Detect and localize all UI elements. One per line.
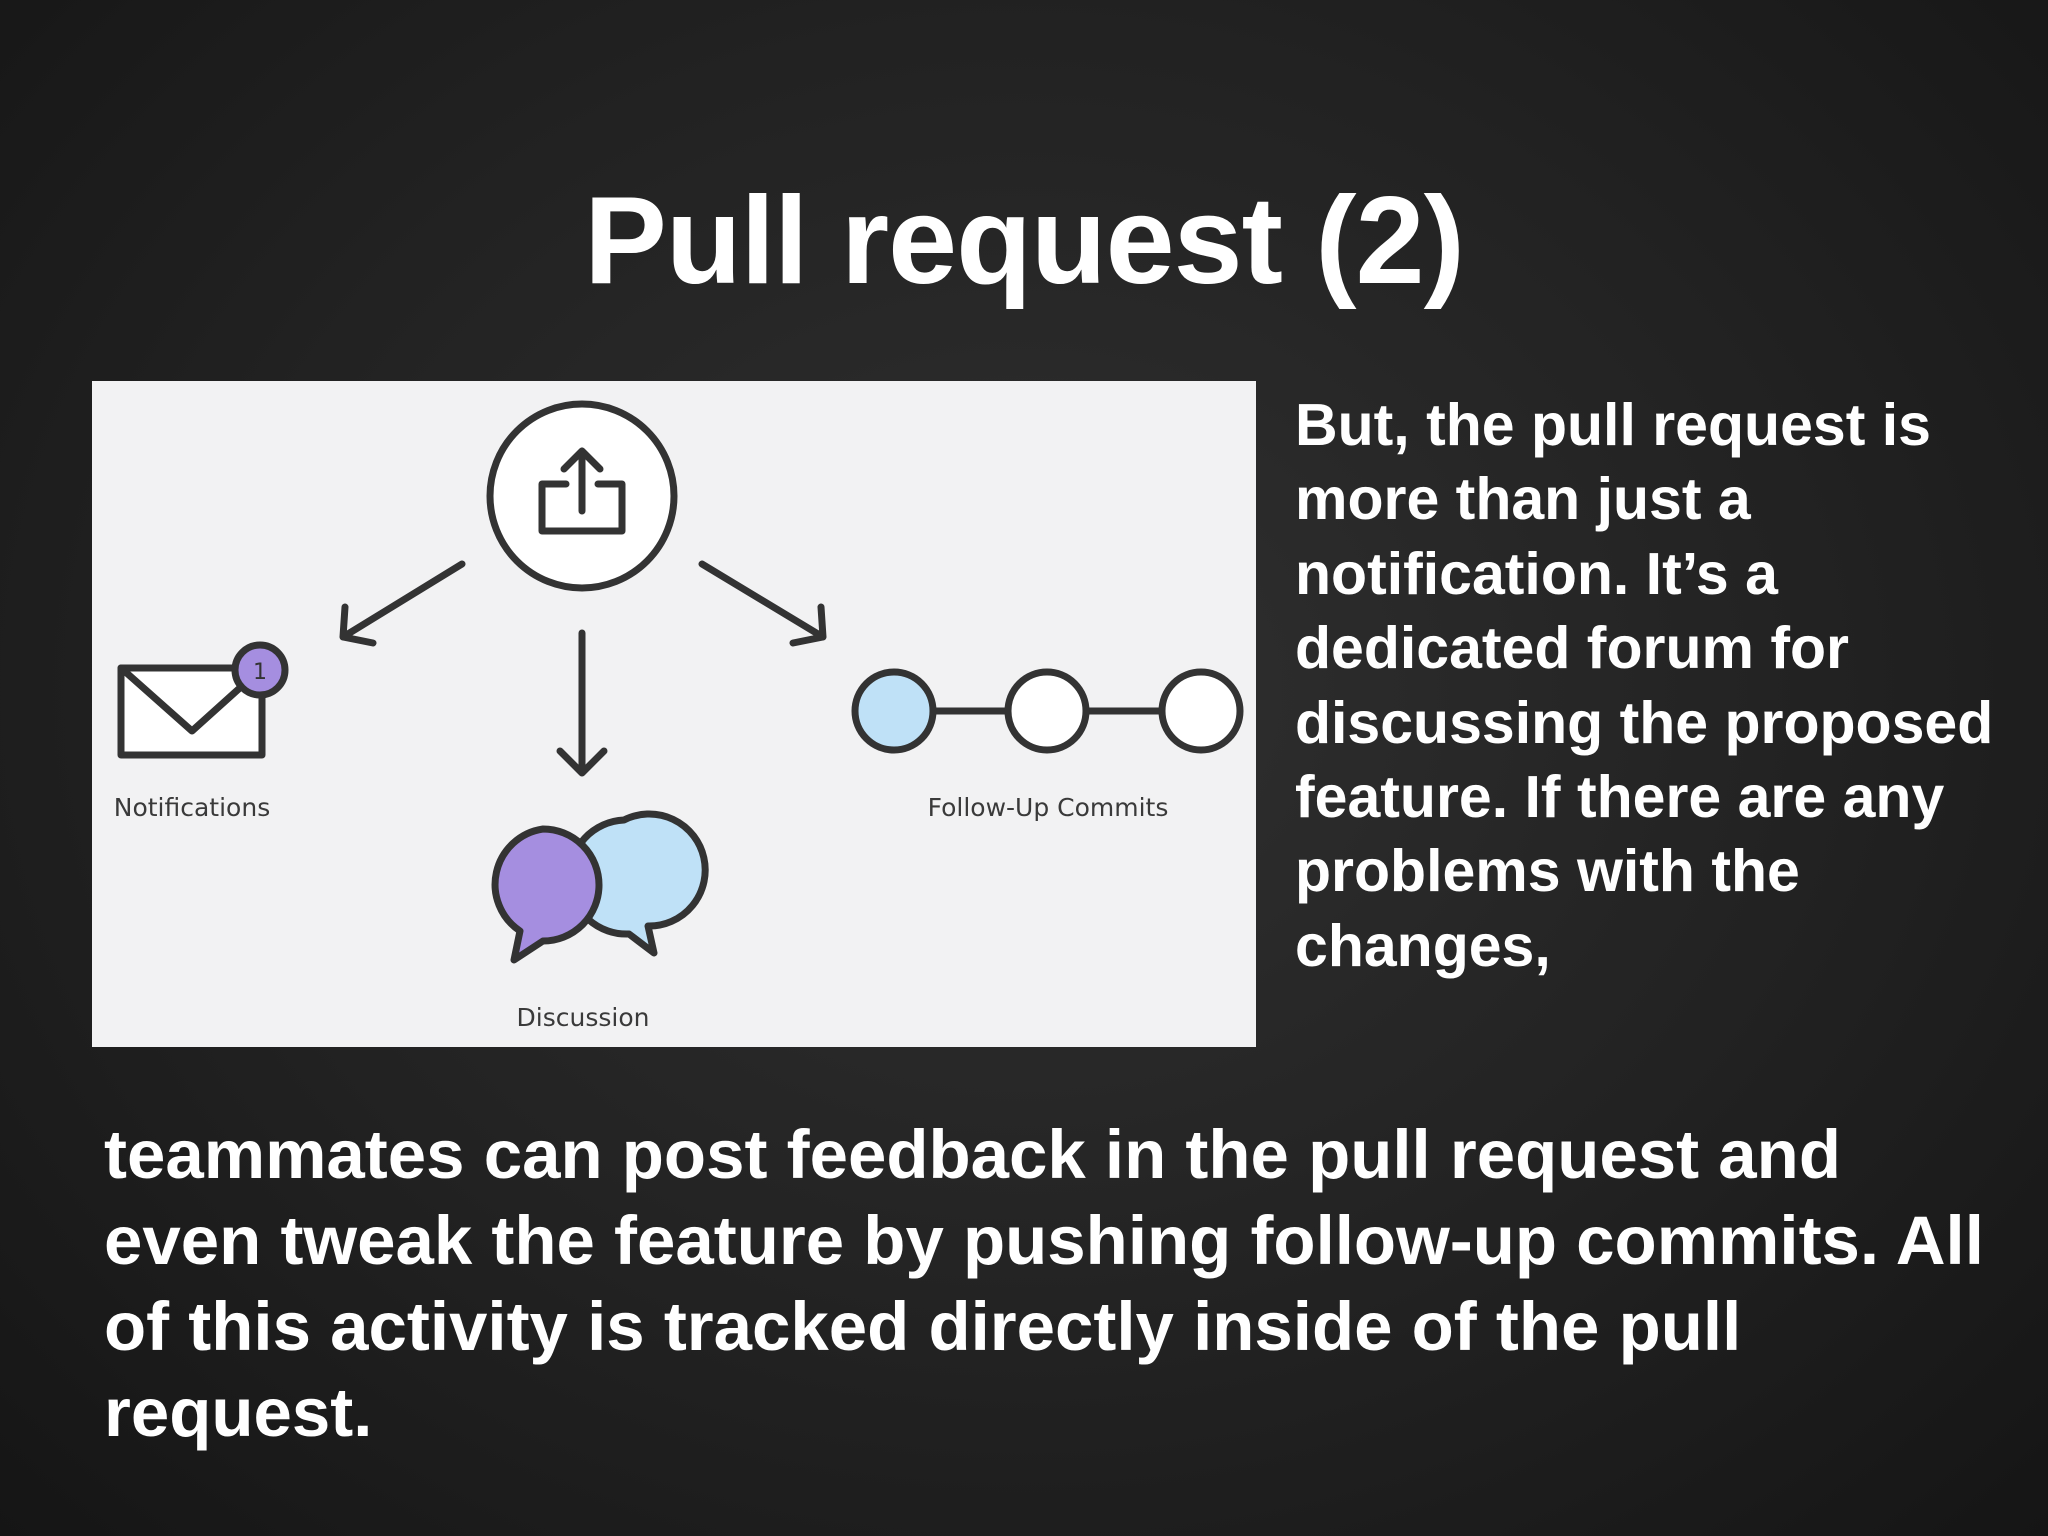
commits-chain-icon: [851, 668, 1244, 754]
discussion-label: Discussion: [517, 1003, 650, 1032]
svg-text:1: 1: [253, 660, 267, 685]
arrow-left-icon: [339, 560, 466, 647]
discussion-bubbles-icon: [491, 810, 709, 964]
bottom-paragraph: teammates can post feedback in the pull …: [104, 1116, 1984, 1451]
arrow-right-icon: [698, 560, 827, 647]
pull-request-diagram: 1 Notifications Follow-Up Commits Discus…: [92, 381, 1256, 1047]
upload-icon: [486, 400, 678, 592]
side-paragraph: But, the pull request is more than just …: [1295, 392, 1994, 979]
arrow-down-icon: [556, 629, 608, 777]
notifications-label: Notifications: [114, 793, 270, 822]
slide-title: Pull request (2): [584, 172, 1465, 310]
notification-badge: 1: [231, 641, 289, 699]
follow-up-commits-label: Follow-Up Commits: [928, 793, 1169, 822]
